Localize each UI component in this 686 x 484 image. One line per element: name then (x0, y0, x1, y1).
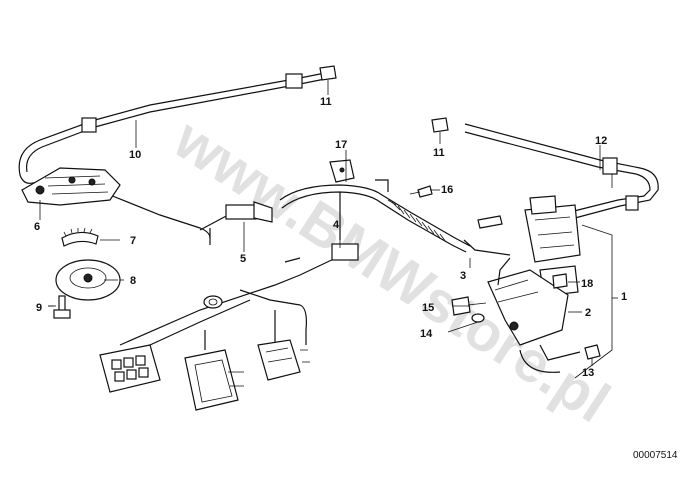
relay-connector (257, 339, 310, 381)
callout-7: 7 (130, 235, 136, 247)
callout-9: 9 (36, 302, 42, 314)
cap-11-right (431, 117, 449, 144)
callout-15: 15 (422, 302, 434, 314)
leader-lines (39, 92, 618, 366)
multi-pin-connector (99, 344, 161, 393)
cable-clip (625, 195, 639, 211)
harness (119, 243, 359, 350)
actuator-assembly-1 (487, 195, 581, 373)
connector-plug (331, 243, 359, 261)
cable-sleeve (225, 204, 257, 220)
callout-3: 3 (460, 270, 466, 282)
cable-clip (285, 73, 303, 89)
callout-4: 4 (333, 219, 340, 231)
cable-12 (464, 123, 659, 227)
shaft-4 (279, 179, 511, 256)
disc-8 (55, 259, 124, 301)
grommet (203, 295, 223, 309)
screw-9 (48, 295, 71, 319)
callout-14: 14 (420, 328, 433, 340)
gear-7 (61, 227, 120, 247)
screw-16 (409, 185, 433, 198)
part-18 (552, 273, 568, 289)
drive-unit-6 (21, 167, 121, 206)
bracket-17 (329, 159, 355, 183)
callout-1: 1 (621, 291, 627, 303)
callout-11-right: 11 (433, 147, 445, 159)
cable-end-5 (199, 201, 273, 250)
document-number: 00007514 (633, 450, 678, 461)
callout-17: 17 (335, 139, 347, 151)
motor (487, 269, 569, 346)
callout-10: 10 (129, 149, 141, 161)
callout-2: 2 (585, 307, 591, 319)
callout-16: 16 (441, 184, 453, 196)
pin-connector (477, 215, 503, 229)
rocker-switch (184, 349, 244, 411)
callout-6: 6 (34, 221, 40, 233)
callout-18: 18 (581, 278, 593, 290)
washer-14 (471, 313, 485, 323)
callout-13: 13 (582, 367, 594, 379)
cap-11-top (319, 65, 337, 92)
callout-12: 12 (595, 135, 607, 147)
cable-clip (602, 157, 618, 175)
nut-13 (584, 344, 601, 360)
cable-clip (81, 117, 97, 133)
callout-5: 5 (240, 253, 246, 265)
leader-bracket-1 (574, 224, 613, 379)
callout-11-top: 11 (320, 96, 332, 108)
cable-10 (18, 71, 331, 239)
callout-8: 8 (130, 275, 136, 287)
